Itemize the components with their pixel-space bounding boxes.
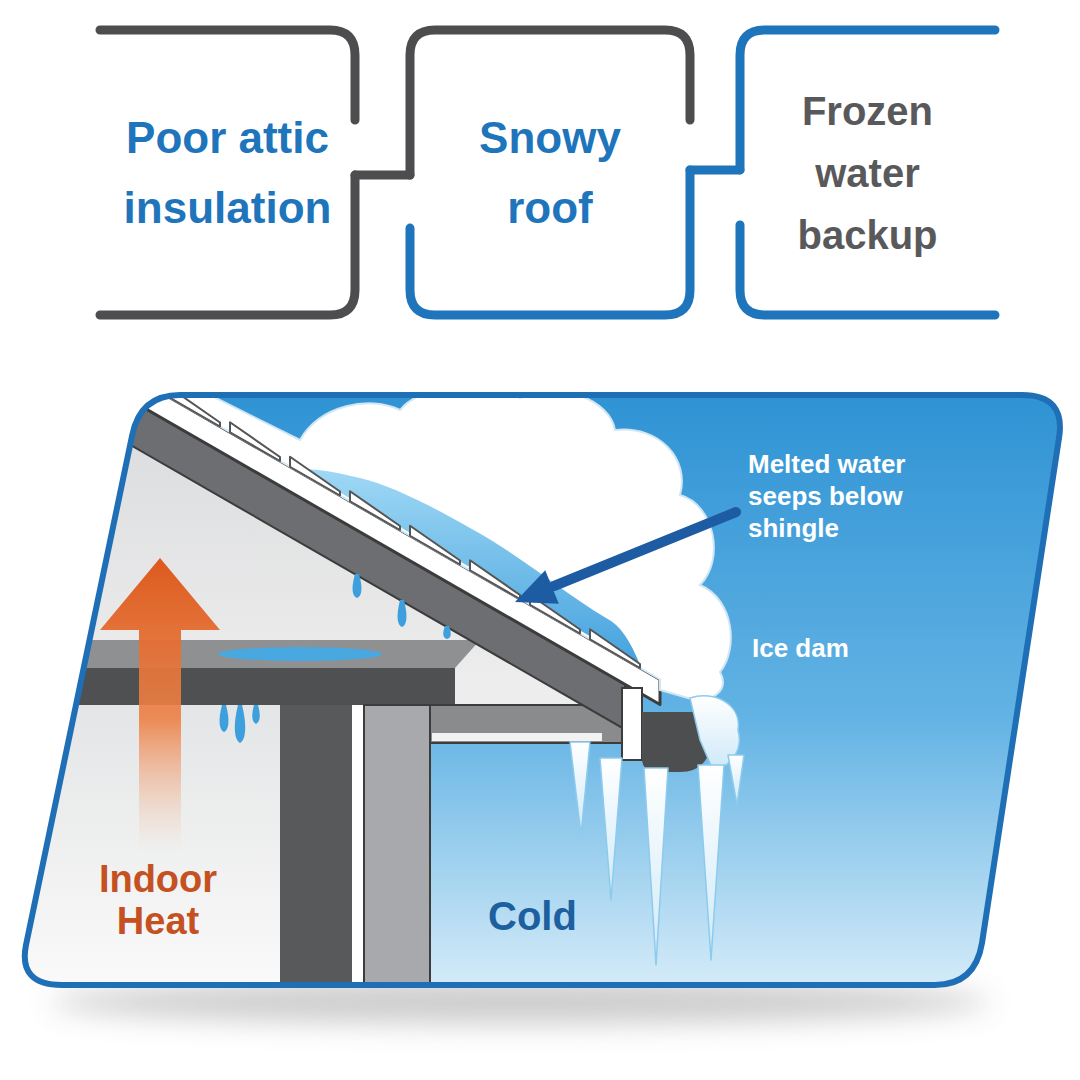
icicle [698,765,724,960]
puzzle-box: Snowy roof [410,30,690,315]
shingle [470,560,520,599]
heat-arrow [100,558,220,852]
box-label: Frozen water backup [768,80,968,266]
shingle [290,457,340,496]
gutter [642,712,714,772]
shingle [530,595,580,634]
puzzle-box: Frozen water backup [740,30,995,315]
icicle [600,758,622,900]
puzzle-outline [100,30,355,315]
snow-mound [100,340,731,700]
icicle [644,768,668,965]
connector-tab [355,171,410,180]
fascia-board [622,688,642,760]
rafter [60,360,625,730]
ceiling-drip [220,705,229,732]
text-group: Snowy roof [450,103,650,243]
puzzle-outline [410,30,690,315]
outline-stroke [100,30,355,120]
shingles [170,388,640,668]
shingle [230,422,280,461]
panel-shadow [50,980,990,1024]
callout-label: Melted water seeps below shingle [748,448,948,544]
wall-post [352,705,364,1000]
shingle [410,526,460,565]
callout-label: Indoor Heat [78,858,238,942]
outer-wall [364,705,430,1000]
roof-deck [100,358,660,705]
wall-post [280,705,352,1000]
roof-drip [443,626,450,639]
roof-drip [353,574,362,598]
shingle [350,491,400,530]
callout-label: Ice dam [752,632,912,664]
icicle [570,742,590,835]
box-content: Snowy roof [410,30,690,315]
ceiling-drip [235,705,245,743]
roof-drip [398,600,407,627]
text-group: Frozen water backup [768,80,968,266]
attic-floor-top [50,640,480,668]
soffit [430,705,622,743]
icicle [728,755,744,805]
connector-tab [690,165,740,174]
box-content: Poor attic insulation [100,30,355,315]
box-label: Poor attic insulation [110,103,345,243]
indoor-room [0,705,282,1000]
soffit-trim [432,733,602,741]
panel-border [25,395,1060,985]
ceiling-drip [252,705,259,724]
shingle [170,388,220,427]
pointer-arrow-head [515,570,559,603]
pointer-arrow-shaft [554,512,736,586]
ice-dam-mass [690,696,739,768]
text-group: Poor attic insulation [110,103,345,243]
puzzle-box: Poor attic insulation [100,30,355,315]
house-scene [0,340,1080,1000]
region-label: Cold [488,893,608,939]
water-puddle [218,647,382,661]
sky-background [0,380,1080,1000]
box-content: Frozen water backup [740,30,995,315]
icicles [570,742,744,965]
melt-water [300,469,640,665]
box-label: Snowy roof [450,103,650,243]
shingle [590,629,640,668]
attic-floor-front [50,668,455,705]
